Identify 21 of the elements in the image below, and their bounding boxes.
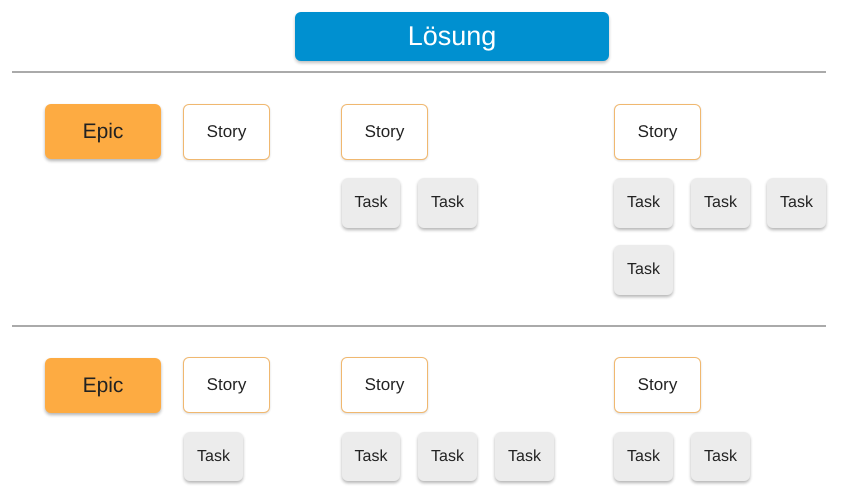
epic-card: Epic — [45, 104, 161, 159]
task-card: Task — [342, 178, 400, 228]
task-card: Task — [767, 178, 826, 228]
task-card: Task — [184, 432, 243, 481]
story-card: Story — [341, 357, 428, 413]
story-card: Story — [614, 104, 701, 160]
task-card: Task — [342, 432, 400, 481]
task-card: Task — [495, 432, 554, 481]
story-card: Story — [341, 104, 428, 160]
task-card: Task — [614, 432, 673, 481]
task-card: Task — [418, 178, 477, 228]
task-card: Task — [614, 245, 673, 295]
story-card: Story — [614, 357, 701, 413]
task-card: Task — [691, 178, 750, 228]
task-card: Task — [418, 432, 477, 481]
epic-card: Epic — [45, 358, 161, 413]
story-card: Story — [183, 104, 270, 160]
solution-banner: Lösung — [295, 12, 609, 61]
task-card: Task — [614, 178, 673, 228]
task-card: Task — [691, 432, 750, 481]
story-card: Story — [183, 357, 270, 413]
